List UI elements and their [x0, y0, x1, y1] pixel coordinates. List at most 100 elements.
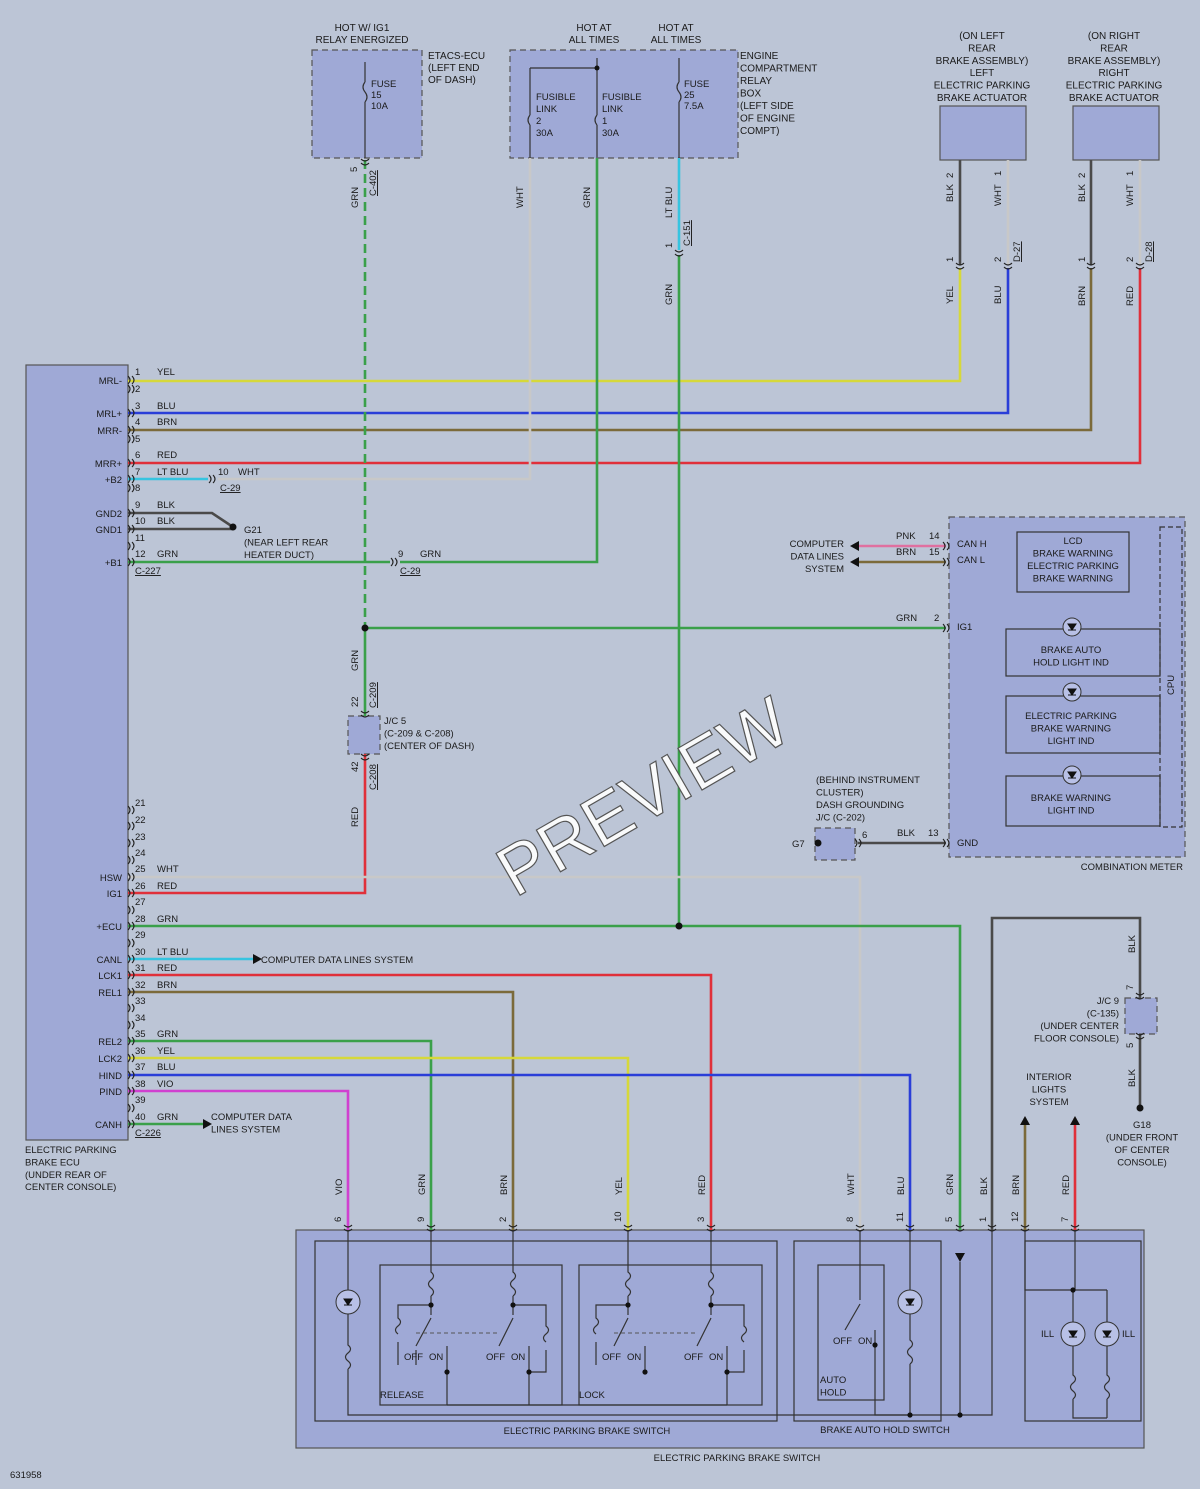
contact-dot	[510, 1302, 516, 1308]
engine-box-label: BOX	[740, 89, 761, 100]
arrow-interior-red	[1070, 1116, 1080, 1125]
connector-symbol	[127, 921, 135, 931]
ecu-pin-number: 39	[135, 1095, 146, 1106]
ecu-wire-color: BRN	[157, 980, 177, 991]
pin-number: 42	[350, 761, 361, 772]
hot-all-times-1: HOT AT	[576, 23, 611, 34]
connector-symbol	[1135, 992, 1145, 1000]
jc9-label: (UNDER CENTER	[1040, 1021, 1119, 1032]
meter-pin-2: 2	[934, 613, 939, 624]
connector-symbol	[1020, 1224, 1030, 1232]
connector-symbol	[127, 821, 135, 831]
ecu-wire-color: GRN	[157, 914, 178, 925]
data-lines-40-label: COMPUTER DATA	[211, 1112, 293, 1123]
pin-number: 1	[1125, 171, 1136, 176]
connector-d27: D-27	[1012, 241, 1023, 262]
fuse25-label: 7.5A	[684, 101, 704, 112]
g7-grounding-box	[814, 827, 856, 861]
connector-symbol	[127, 474, 135, 484]
switch-off-label: OFF	[684, 1352, 703, 1363]
wire-color-label: BRN	[1077, 286, 1088, 306]
connector-symbol	[1086, 262, 1096, 270]
right-actuator-box	[1072, 105, 1160, 161]
left-actuator-label: ELECTRIC PARKING	[934, 81, 1031, 92]
connector-symbol	[127, 434, 135, 444]
led-blu-icon-symbol	[905, 1298, 915, 1306]
connector-c29-a: C-29	[220, 483, 241, 494]
ecu-wire-color: BRN	[157, 417, 177, 428]
connector-symbol	[127, 1119, 135, 1129]
pin-number: 1	[664, 243, 675, 248]
meter-lcd: BRAKE WARNING	[1033, 549, 1113, 560]
meter-label: COMBINATION METER	[1081, 862, 1183, 873]
meter-auto-hold: HOLD LIGHT IND	[1033, 658, 1109, 669]
connector-symbol	[127, 408, 135, 418]
ecu-wire-color: BLU	[157, 401, 176, 412]
contact-dot	[907, 1412, 913, 1418]
connector-c402: C-402	[368, 170, 379, 196]
meter-can-l: CAN L	[957, 555, 985, 566]
meter-cpu-box	[1159, 526, 1183, 828]
connector-symbol	[127, 541, 135, 551]
pin-number: 2	[1125, 257, 1136, 262]
ecu-wire-color: BLU	[157, 1062, 176, 1073]
ecu-pin-number: 28	[135, 914, 146, 925]
connector-symbol	[1135, 262, 1145, 270]
ecu-pin-number: 5	[135, 434, 140, 445]
ecu-wire-color: BLK	[157, 516, 176, 527]
fusible2-label: 2	[536, 116, 541, 127]
ecu-pin-number: 27	[135, 897, 146, 908]
wire-c29-9-grn	[400, 158, 599, 564]
ecu-box	[25, 364, 129, 1141]
right-actuator-label: (ON RIGHT	[1088, 31, 1140, 42]
g21-label: HEATER DUCT)	[244, 550, 314, 561]
wire-color-label: WHT	[846, 1173, 857, 1195]
connector-symbol	[127, 557, 135, 567]
ecu-wire-color: YEL	[157, 1046, 175, 1057]
led-epb-warning-icon-symbol	[1067, 688, 1077, 696]
wire-color-label: GRN	[350, 650, 361, 671]
etacs-label: OF DASH)	[428, 75, 476, 86]
meter-can-h: CAN H	[957, 539, 987, 550]
wire-ecu-37-blu	[128, 1073, 912, 1230]
wire-ecu-25-wht	[128, 875, 862, 1230]
ecu-pin-label: CANH	[95, 1120, 122, 1131]
ecu-pin-label: MRR-	[97, 426, 122, 437]
ecu-pin-number: 3	[135, 401, 140, 412]
g18-label: OF CENTER	[1115, 1145, 1170, 1156]
ecu-pin-number: 2	[135, 384, 140, 395]
ecu-label: (UNDER REAR OF	[25, 1170, 107, 1181]
ecu-pin-number: 38	[135, 1079, 146, 1090]
ecu-pin-number: 11	[135, 533, 145, 544]
epb-switch-outer-label: ELECTRIC PARKING BRAKE SWITCH	[654, 1453, 821, 1464]
wire-color-label: BLU	[896, 1176, 907, 1195]
connector-c29-b: C-29	[400, 566, 421, 577]
data-lines-40-label: LINES SYSTEM	[211, 1125, 280, 1136]
switch-internal-wire	[415, 1305, 448, 1405]
contact-dot	[1070, 1287, 1076, 1293]
arrow-data-lines-40	[203, 1119, 212, 1129]
engine-box-label: OF ENGINE	[740, 114, 795, 125]
switch-pin-number: 7	[1060, 1217, 1071, 1222]
pin-number: 2	[993, 257, 1004, 262]
fuse25-label: 25	[684, 90, 695, 101]
fusible2-label: 30A	[536, 128, 554, 139]
connector-symbol	[955, 1224, 965, 1232]
ecu-pin-number: 8	[135, 483, 140, 494]
ecu-pin-number: 1	[135, 367, 140, 378]
contact-dot	[642, 1369, 648, 1375]
ecu-pin-number: 29	[135, 930, 146, 941]
connector-symbol	[390, 557, 398, 567]
ecu-wire-color: RED	[157, 881, 177, 892]
engine-box-label: COMPARTMENT	[740, 64, 817, 75]
ecu-wire-color: WHT	[157, 864, 179, 875]
ecu-pin-label: REL1	[98, 988, 122, 999]
ecu-pin-number: 35	[135, 1029, 146, 1040]
connector-symbol	[127, 872, 135, 882]
interior-lights-label: INTERIOR	[1026, 1072, 1072, 1083]
switch-pin-number: 3	[696, 1217, 707, 1222]
ecu-pin-number: 26	[135, 881, 146, 892]
bus-dot	[594, 65, 600, 71]
meter-lcd: BRAKE WARNING	[1033, 574, 1113, 585]
pin-number: 22	[350, 696, 361, 707]
